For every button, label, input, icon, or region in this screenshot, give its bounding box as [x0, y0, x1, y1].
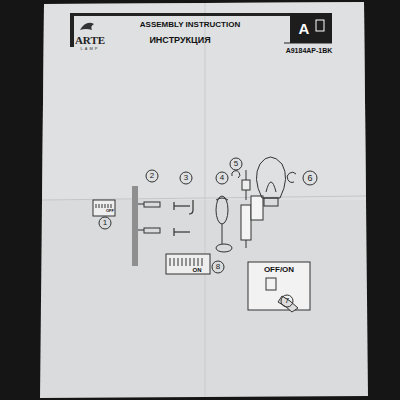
- callout-number: 4: [220, 174, 224, 182]
- switch-state: ON: [193, 267, 202, 273]
- brand-logo: ARTE: [75, 35, 105, 46]
- header-box: [290, 13, 332, 43]
- callout-number: 1: [103, 219, 107, 227]
- header-title: ASSEMBLY INSTRUCTION: [140, 21, 240, 29]
- switch-state: OFF: [106, 209, 114, 213]
- callout-number: 6: [307, 174, 312, 183]
- callout-number: 8: [216, 263, 220, 271]
- header-subtitle: ИНСТРУКЦИЯ: [149, 36, 210, 45]
- callout-number: 2: [150, 172, 154, 180]
- callout-number: 5: [234, 160, 238, 168]
- callout-number: 7: [285, 297, 289, 305]
- paper-sheet: [40, 2, 368, 398]
- callout-number: 3: [184, 174, 188, 182]
- model-number: A9184AP-1BK: [286, 47, 333, 54]
- brand-subtitle: LAMP: [81, 47, 100, 51]
- version-letter: A: [299, 21, 310, 36]
- switch-state: OFF/ON: [264, 266, 294, 274]
